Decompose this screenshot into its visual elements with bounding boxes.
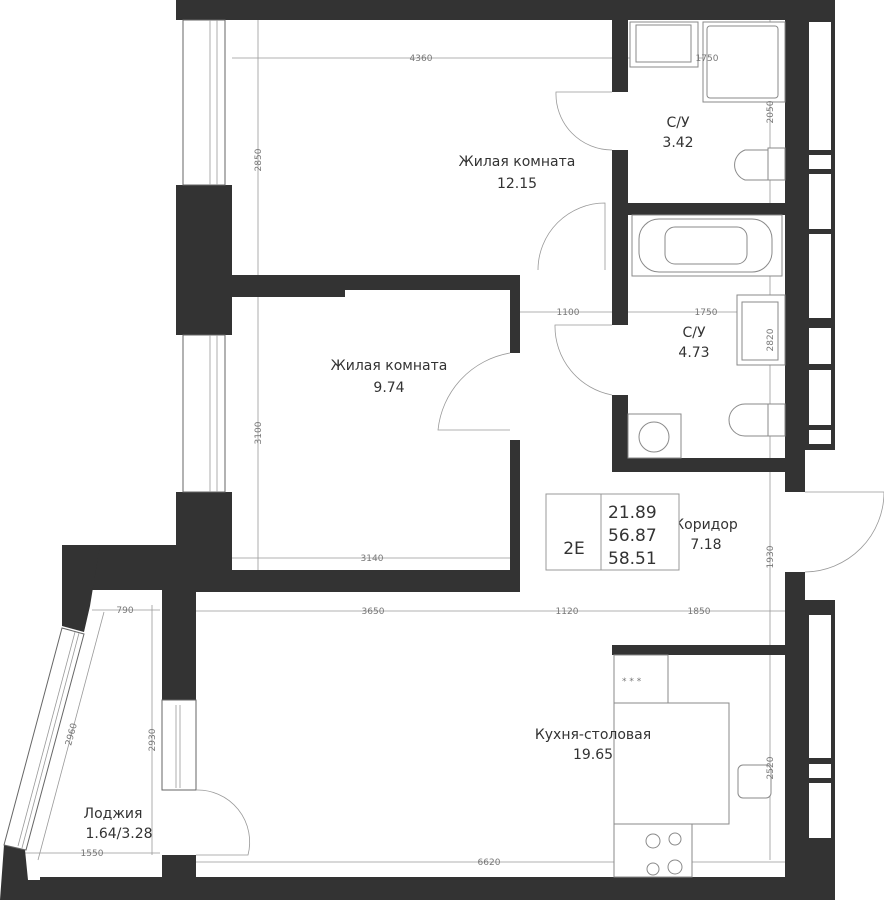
room-living2-name: Жилая комната [331,358,448,374]
dim-hall-w: 1100 [557,308,580,318]
dim-bath1-w: 1750 [696,54,719,64]
dim-room1-h: 2850 [254,148,264,171]
room-labels: Жилая комната 12.15 Жилая комната 9.74 С… [84,115,738,842]
dim-kitchen-w1: 3650 [362,607,385,617]
room-bath1-name: С/У [666,115,689,131]
dim-bath2-h: 2820 [766,328,776,351]
total-area-with-loggia: 58.51 [608,549,657,569]
dim-kitchen-h: 2520 [766,756,776,779]
dim-room2-h: 3100 [254,421,264,444]
dim-room1-w: 4360 [410,54,433,64]
dim-bath2-w: 1750 [695,308,718,318]
dim-kitchen-w2: 1120 [556,607,579,617]
room-corridor-area: 7.18 [690,537,721,553]
room-kitchen-name: Кухня-столовая [535,727,651,743]
dim-loggia-diag: 2960 [64,722,80,747]
room-kitchen-area: 19.65 [573,747,613,763]
total-area: 56.87 [608,526,657,546]
doors[interactable] [195,91,884,856]
dim-kitchen-w3: 1850 [688,607,711,617]
apartment-type: 2E [563,539,585,559]
dim-loggia-h: 2930 [148,728,158,751]
windows[interactable] [3,19,831,851]
room-living1-area: 12.15 [497,176,537,192]
dim-loggia-top: 790 [116,606,133,616]
dim-kitchen-total-w: 6620 [478,858,501,868]
dimension-labels: 4360 2850 1750 2050 1100 1750 2820 3100 … [64,54,776,868]
room-living2-area: 9.74 [373,380,404,396]
dim-corridor-h: 1930 [766,545,776,568]
apartment-info-box: 2E 21.89 56.87 58.51 [545,493,680,571]
room-loggia-area: 1.64/3.28 [85,826,152,842]
fixtures: * * * [613,21,786,878]
dim-room2-w: 3140 [361,554,384,564]
dim-loggia-bottom: 1550 [81,849,104,859]
living-area: 21.89 [608,503,657,523]
room-corridor-name: Коридор [674,517,738,533]
dim-bath1-h: 2050 [766,100,776,123]
svg-text:* * *: * * * [622,677,642,687]
room-bath1-area: 3.42 [662,135,693,151]
room-bath2-name: С/У [682,325,705,341]
room-loggia-name: Лоджия [84,806,143,822]
room-living1-name: Жилая комната [459,154,576,170]
room-bath2-area: 4.73 [678,345,709,361]
